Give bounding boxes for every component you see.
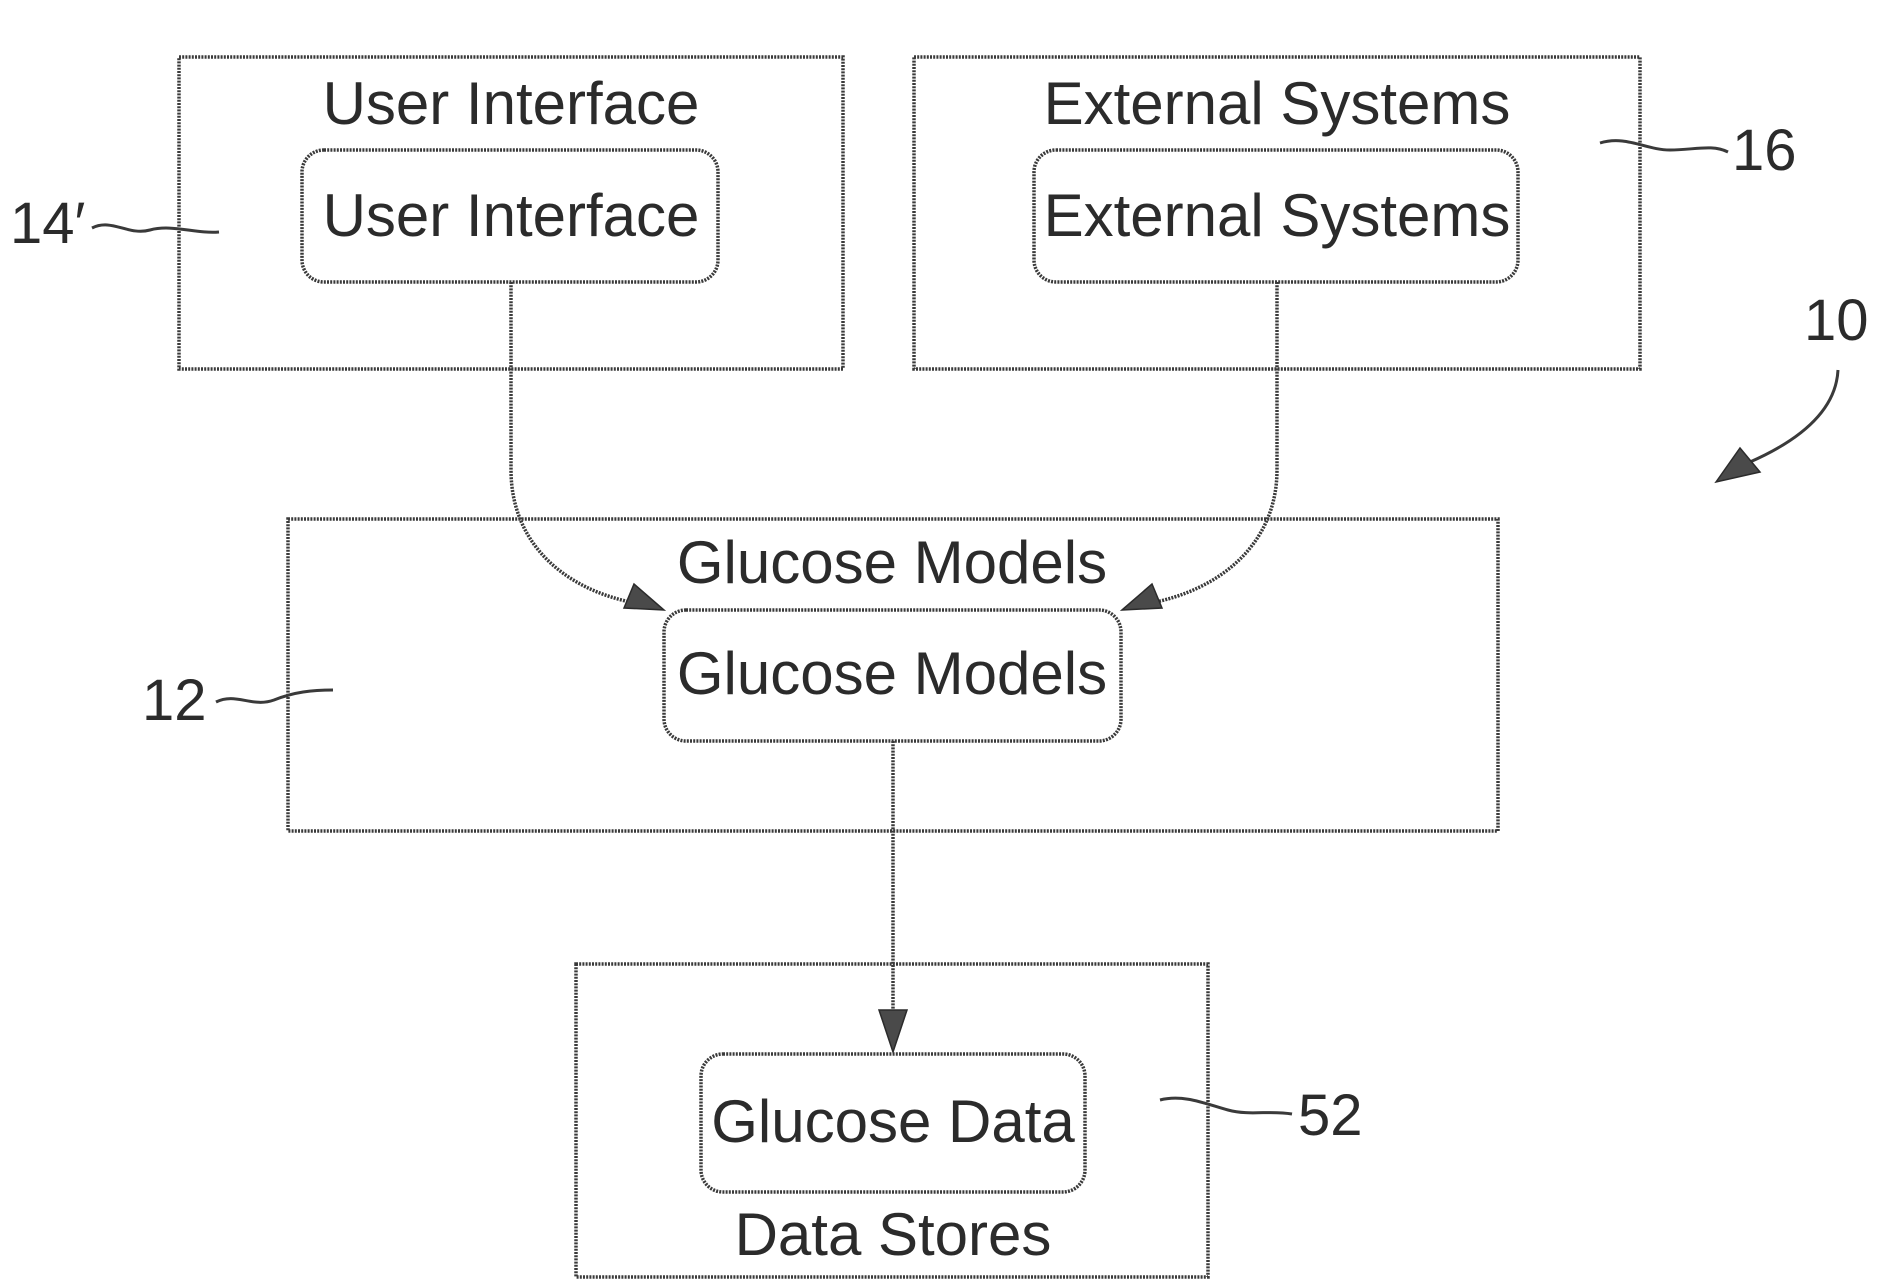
ref-label-glucose-models: 12	[142, 668, 207, 733]
ref-label-data-stores: 52	[1298, 1083, 1363, 1148]
leader-line-data-stores	[1160, 1098, 1292, 1114]
external-systems-outer-label: External Systems	[1044, 70, 1511, 137]
connector-external-systems-to-glucose-models	[1146, 282, 1277, 604]
arrowhead-user-interface-to-glucose-models	[624, 584, 664, 610]
external-systems-inner-label: External Systems	[1044, 182, 1511, 249]
user-interface-inner-label: User Interface	[323, 182, 700, 249]
leader-line-system	[1750, 370, 1838, 462]
glucose-models-inner-label: Glucose Models	[677, 640, 1107, 707]
leader-line-user-interface	[92, 225, 219, 232]
leader-line-external-systems	[1600, 141, 1728, 152]
ref-label-user-interface: 14′	[10, 191, 85, 256]
data-stores-outer-label: Data Stores	[735, 1201, 1052, 1268]
arrowhead-external-systems-to-glucose-models	[1122, 584, 1162, 610]
connector-user-interface-to-glucose-models	[511, 282, 640, 604]
leader-line-glucose-models	[216, 690, 333, 702]
ref-label-system: 10	[1804, 288, 1869, 353]
glucose-models-outer-label: Glucose Models	[677, 529, 1107, 596]
ref-label-external-systems: 16	[1732, 118, 1797, 183]
arrowhead-glucose-models-to-glucose-data	[879, 1010, 907, 1052]
arrowhead-system	[1716, 448, 1760, 482]
glucose-data-inner-label: Glucose Data	[711, 1088, 1075, 1155]
user-interface-outer-label: User Interface	[323, 70, 700, 137]
